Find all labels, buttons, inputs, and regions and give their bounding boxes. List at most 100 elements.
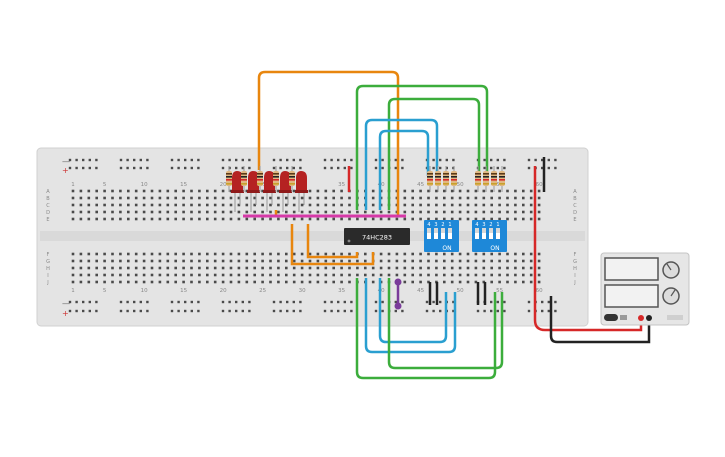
dip-a-on-label: ON (442, 245, 451, 252)
led-array[interactable] (231, 171, 308, 212)
column-number-top: 1 (71, 182, 75, 188)
resistor-array[interactable] (226, 166, 505, 192)
resistor[interactable] (475, 166, 481, 192)
row-letter: G (573, 259, 577, 265)
column-number-top: 50 (457, 182, 464, 188)
wire-blue-bottom-outer[interactable] (364, 278, 457, 354)
row-letter: D (573, 210, 577, 216)
resistor[interactable] (435, 166, 441, 192)
column-number-bottom: 60 (536, 288, 543, 294)
resistor[interactable] (427, 166, 433, 192)
wire-blue-top-outer[interactable] (364, 118, 439, 210)
row-letter: H (46, 266, 50, 272)
chip-74hc283[interactable]: 74HC283 (344, 228, 410, 245)
dip-toggle-label: 4 (475, 222, 478, 228)
dip-b-on-label: ON (490, 245, 499, 252)
row-letter: C (573, 203, 577, 209)
resistor[interactable] (289, 166, 295, 192)
column-number-bottom: 55 (496, 288, 503, 294)
row-letter: J (573, 280, 575, 286)
column-number-bottom: 15 (180, 288, 187, 294)
row-letter: F (574, 252, 577, 258)
dip-toggle[interactable] (489, 228, 493, 239)
wires[interactable] (243, 70, 651, 380)
wire-orange-bottom-1[interactable] (290, 224, 375, 266)
wire-orange-top-loop[interactable] (257, 70, 400, 216)
dip-toggle-label: 2 (441, 222, 444, 228)
wire-green-top-outer[interactable] (355, 84, 489, 210)
rail-minus-bottom: — (62, 299, 70, 308)
column-number-bottom: 40 (378, 288, 385, 294)
dip-toggle-label: 4 (427, 222, 430, 228)
power-supply[interactable] (600, 252, 690, 326)
column-number-bottom: 20 (220, 288, 227, 294)
row-letter: D (46, 210, 50, 216)
row-letter: E (46, 217, 49, 223)
column-number-top: 45 (417, 182, 424, 188)
wire-blue-bottom-inner[interactable] (378, 278, 448, 344)
row-letter: B (46, 196, 50, 202)
dip-toggle-label: 2 (489, 222, 492, 228)
wire-orange-bottom-2[interactable] (306, 224, 359, 259)
row-letter: G (46, 259, 50, 265)
column-number-bottom: 35 (338, 288, 345, 294)
dip-toggle[interactable] (475, 228, 479, 239)
row-letter: A (46, 189, 50, 195)
resistor[interactable] (443, 166, 449, 192)
row-letter: B (573, 196, 577, 202)
dip-toggle-label: 1 (448, 222, 451, 228)
column-number-top: 60 (536, 182, 543, 188)
column-number-top: 15 (180, 182, 187, 188)
row-letter: I (574, 273, 575, 279)
dip-toggle[interactable] (482, 228, 486, 239)
wire-purple-jumper[interactable] (394, 278, 402, 310)
row-letter: C (46, 203, 50, 209)
resistor[interactable] (483, 166, 489, 192)
column-number-top: 35 (338, 182, 345, 188)
dip-toggle[interactable] (448, 228, 452, 239)
column-number-top: 20 (220, 182, 227, 188)
negative-terminal[interactable] (646, 315, 652, 321)
led[interactable] (279, 171, 292, 212)
dip-toggle[interactable] (496, 228, 500, 239)
column-number-bottom: 30 (299, 288, 306, 294)
brand-plate (667, 315, 683, 320)
resistor[interactable] (241, 166, 247, 192)
power-toggle[interactable] (604, 314, 618, 321)
resistor[interactable] (451, 166, 457, 192)
led[interactable] (231, 171, 244, 212)
dip-toggle[interactable] (427, 228, 431, 239)
wire-blue-top-inner[interactable] (378, 129, 430, 210)
column-number-top: 40 (378, 182, 385, 188)
wire-green-top-inner[interactable] (387, 97, 481, 210)
dip-toggle-label: 3 (434, 222, 437, 228)
column-number-bottom: 25 (259, 288, 266, 294)
resistor[interactable] (273, 166, 279, 192)
dip-toggle-label: 3 (482, 222, 485, 228)
chip-label: 74HC283 (362, 234, 392, 242)
positive-terminal[interactable] (638, 315, 644, 321)
column-number-top: 5 (103, 182, 107, 188)
column-number-bottom: 45 (417, 288, 424, 294)
resistor[interactable] (226, 166, 232, 192)
led[interactable] (247, 171, 260, 212)
resistor[interactable] (499, 166, 505, 192)
dip-toggle[interactable] (441, 228, 445, 239)
led[interactable] (295, 171, 308, 212)
wire-green-bottom-inner[interactable] (387, 278, 504, 370)
led[interactable] (263, 171, 276, 212)
wire-green-bottom-outer[interactable] (355, 278, 497, 380)
dip-toggle[interactable] (434, 228, 438, 239)
wire-black-power[interactable] (549, 296, 651, 344)
column-number-bottom: 5 (103, 288, 107, 294)
resistor[interactable] (257, 166, 263, 192)
rail-minus-top: — (62, 157, 70, 166)
row-letter: E (573, 217, 576, 223)
resistor[interactable] (491, 166, 497, 192)
wire-red-power[interactable] (533, 166, 643, 332)
column-number-bottom: 10 (141, 288, 148, 294)
